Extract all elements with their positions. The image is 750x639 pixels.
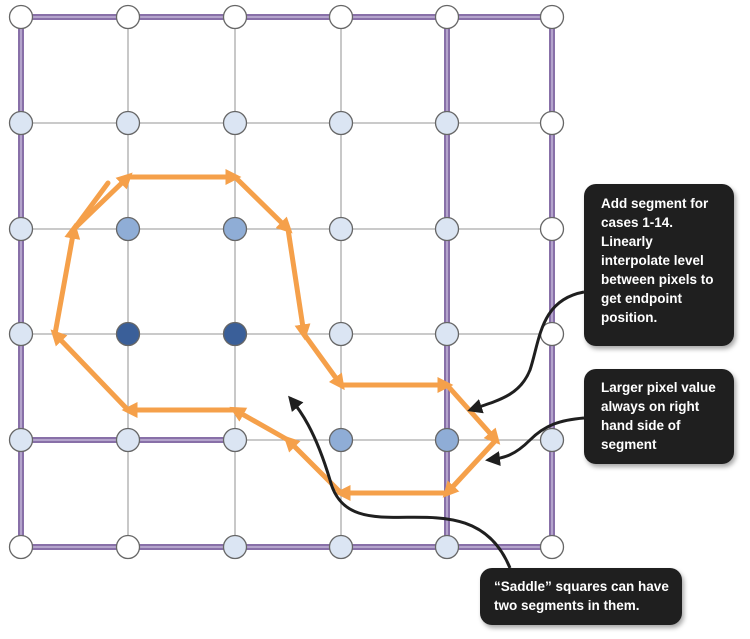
contour-arrow [285,226,311,341]
pixel-node-white [539,216,565,242]
pointer-to-saddle [288,395,512,569]
callout-line: Add segment for [601,196,709,211]
pixel-node-mid [328,427,354,453]
callout-pointers [288,290,585,569]
pixel-node-light [434,321,460,347]
callout-line: Linearly [601,234,653,249]
pixel-node-light [539,427,565,453]
pixel-node-light [434,216,460,242]
pixel-node-mid [222,216,248,242]
pixel-node-light [8,321,34,347]
pixel-node-light [8,216,34,242]
pixel-node-light [115,427,141,453]
callout-saddle-squares: “Saddle” squares can have two segments i… [480,568,682,625]
contour-arrow [229,406,291,443]
callout-line: between pixels to [601,272,714,287]
pixel-node-dark [222,321,248,347]
pixel-node-light [222,427,248,453]
pixel-node-mid [434,427,460,453]
callout-line: two segments in them. [494,598,640,613]
pixel-node-white [8,534,34,560]
pixel-node-mid [115,216,141,242]
callout-larger-pixel-value: Larger pixel value always on right hand … [584,369,734,464]
callout-line: position. [601,310,658,325]
contour-arrow [301,331,345,391]
pixel-node-white [115,534,141,560]
contour-arrow [52,222,81,337]
pixel-node-light [328,321,354,347]
pixel-node-light [8,427,34,453]
pixel-node-white [539,534,565,560]
callout-line: always on right [601,399,700,414]
pixel-node-white [222,4,248,30]
pixel-node-white [8,4,34,30]
contour-segment [71,180,111,232]
pixel-node-light [115,110,141,136]
contour-arrow [232,174,293,234]
contour-arrow [442,437,499,498]
pixel-node-light [434,110,460,136]
pixel-node-light [8,110,34,136]
callout-add-segment: Add segment for cases 1-14. Linearly int… [584,184,734,346]
callout-line: segment [601,437,657,452]
pixel-node-white [539,110,565,136]
callout-line: interpolate level [601,253,704,268]
pixel-node-light [328,534,354,560]
callout-line: get endpoint [601,291,682,306]
contour-arrow [50,329,131,413]
callout-line: Larger pixel value [601,380,716,395]
pixel-node-dark [115,321,141,347]
pixel-node-light [222,534,248,560]
pointer-to-right-side [485,416,585,467]
pixel-node-white [328,4,354,30]
pixel-node-white [115,4,141,30]
pixel-node-white [434,4,460,30]
callout-line: hand side of [601,418,681,433]
callout-line: “Saddle” squares can have [494,579,669,594]
pixel-node-light [434,534,460,560]
pixel-node-light [328,216,354,242]
pixel-nodes [8,4,565,560]
callout-line: cases 1-14. [601,215,674,230]
pixel-node-light [222,110,248,136]
pixel-node-white [539,4,565,30]
pixel-node-light [328,110,354,136]
pointer-to-segment [467,290,585,414]
